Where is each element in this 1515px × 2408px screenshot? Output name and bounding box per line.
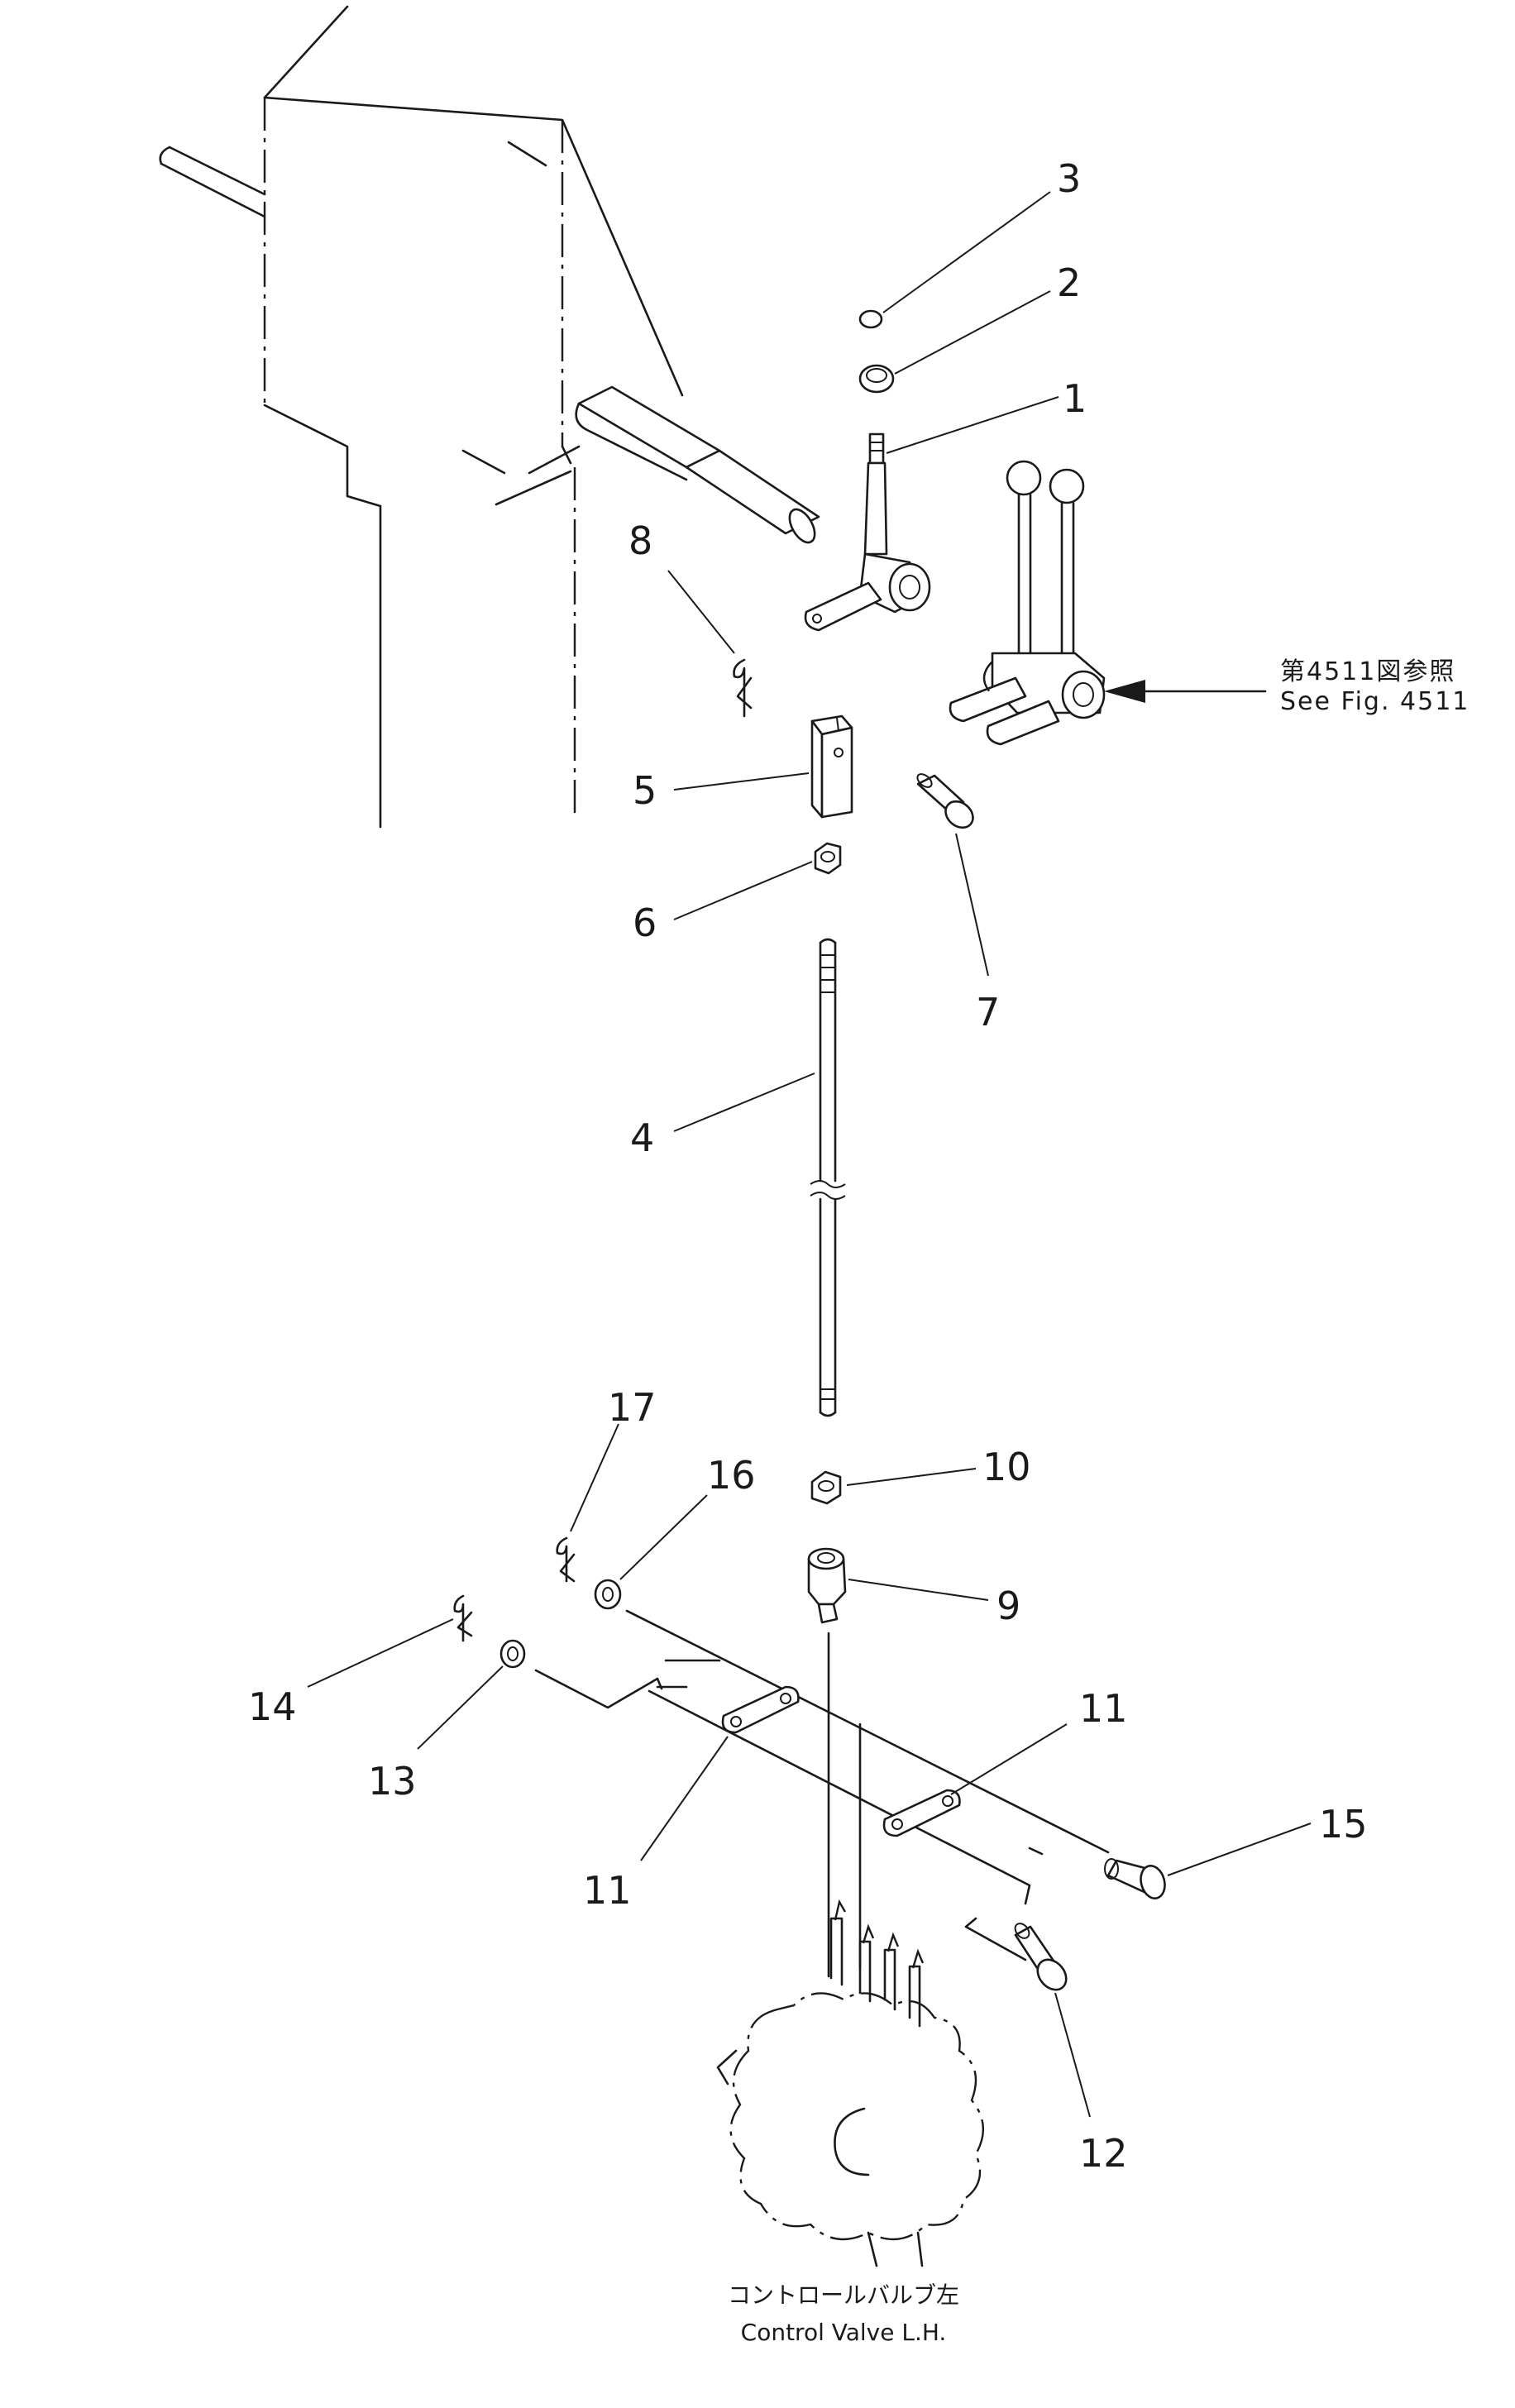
part-15-pin: 15 bbox=[1104, 1802, 1368, 1899]
leader-13 bbox=[417, 1665, 504, 1750]
leader-11a bbox=[640, 1736, 729, 1861]
part-16-washer: 16 bbox=[594, 1453, 756, 1610]
control-valve: コントロールバルブ左 Control Valve L.H. bbox=[716, 1899, 985, 2346]
callout-11a: 11 bbox=[583, 1868, 632, 1913]
control-valve-label-en: Control Valve L.H. bbox=[741, 2319, 947, 2346]
callout-14: 14 bbox=[248, 1684, 297, 1729]
leader-12 bbox=[1054, 1992, 1091, 2118]
leader-8 bbox=[667, 570, 735, 654]
part-6-nut: 6 bbox=[633, 842, 842, 945]
part-3-washer: 3 bbox=[858, 156, 1081, 329]
leader-16 bbox=[619, 1494, 708, 1580]
part-1-lever: 1 bbox=[804, 376, 1087, 632]
console-housing bbox=[159, 5, 820, 829]
part-14-cotter-pin: 14 bbox=[248, 1594, 473, 1729]
callout-9: 9 bbox=[996, 1584, 1020, 1628]
leader-7 bbox=[955, 833, 989, 977]
callout-1: 1 bbox=[1063, 376, 1087, 421]
part-11-labels: 11 11 bbox=[583, 1686, 1128, 1913]
callout-2: 2 bbox=[1057, 260, 1081, 305]
lever-assembly-ref: 第4511図参照 See Fig. 4511 bbox=[949, 460, 1470, 746]
callout-16: 16 bbox=[707, 1453, 756, 1498]
callout-6: 6 bbox=[633, 901, 657, 945]
leader-17 bbox=[570, 1423, 619, 1532]
callout-8: 8 bbox=[628, 518, 652, 563]
part-2-seat: 2 bbox=[858, 260, 1081, 394]
callout-15: 15 bbox=[1319, 1802, 1368, 1847]
leader-5 bbox=[673, 772, 810, 791]
leader-9 bbox=[848, 1579, 989, 1601]
part-8-cotter-pin: 8 bbox=[628, 518, 753, 718]
leader-15 bbox=[1167, 1823, 1312, 1876]
control-valve-label-jp: コントロールバルブ左 bbox=[728, 2281, 959, 2309]
callout-11b: 11 bbox=[1079, 1686, 1128, 1731]
part-9-rod-end: 9 bbox=[807, 1547, 1020, 1628]
callout-13: 13 bbox=[368, 1759, 417, 1804]
leader-6 bbox=[673, 861, 813, 920]
part-12-pin: 12 bbox=[1014, 1923, 1128, 2176]
part-10-nut: 10 bbox=[810, 1445, 1031, 1505]
part-5-clevis: 5 bbox=[633, 714, 853, 819]
callout-10: 10 bbox=[982, 1445, 1031, 1489]
leader-1 bbox=[886, 396, 1059, 454]
leader-2 bbox=[894, 290, 1051, 375]
callout-4: 4 bbox=[630, 1116, 654, 1160]
leader-11b bbox=[950, 1723, 1068, 1795]
reference-en: See Fig. 4511 bbox=[1280, 687, 1470, 716]
part-17-cotter-pin: 17 bbox=[556, 1385, 657, 1583]
leader-3 bbox=[882, 191, 1051, 313]
callout-12: 12 bbox=[1079, 2131, 1128, 2176]
linkage-assembly bbox=[534, 1609, 1110, 1978]
leader-14 bbox=[307, 1618, 454, 1688]
part-13-washer: 13 bbox=[368, 1639, 526, 1804]
callout-5: 5 bbox=[633, 768, 657, 813]
reference-jp: 第4511図参照 bbox=[1280, 657, 1455, 686]
leader-4 bbox=[673, 1073, 815, 1132]
part-7-pin: 7 bbox=[916, 773, 1000, 1034]
part-4-rod: 4 bbox=[630, 938, 846, 1417]
callout-3: 3 bbox=[1057, 156, 1081, 201]
leader-10 bbox=[846, 1468, 977, 1486]
callout-17: 17 bbox=[608, 1385, 657, 1430]
callout-7: 7 bbox=[976, 990, 1000, 1034]
